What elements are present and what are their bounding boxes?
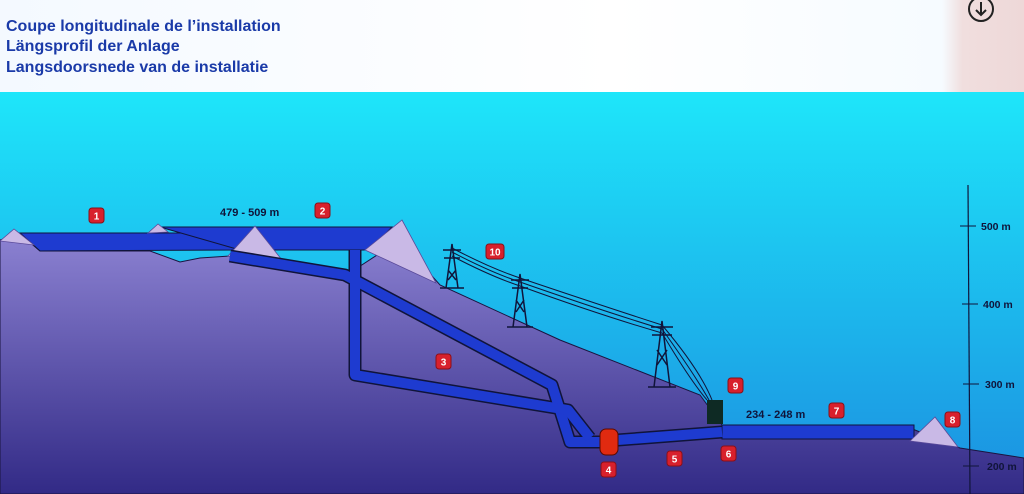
svg-text:9: 9	[733, 382, 739, 393]
svg-text:5: 5	[672, 455, 678, 466]
badge-2: 2	[314, 202, 331, 219]
panel-header: Coupe longitudinale de l’installation Lä…	[0, 0, 1024, 92]
lower-reservoir	[721, 424, 915, 440]
badge-9: 9	[727, 377, 744, 394]
substation-building	[707, 400, 723, 424]
scale-200: 200 m	[987, 461, 1017, 473]
badge-8: 8	[944, 411, 961, 428]
pylon	[648, 320, 676, 388]
svg-text:8: 8	[950, 416, 956, 427]
lower-level-label: 234 - 248 m	[746, 409, 806, 421]
upper-level-label: 479 - 509 m	[220, 207, 280, 219]
penstock-tunnels	[228, 249, 723, 449]
pylon	[507, 273, 533, 328]
scale-400: 400 m	[983, 299, 1013, 311]
scale-300: 300 m	[985, 379, 1015, 391]
scale-500: 500 m	[981, 221, 1011, 233]
svg-text:4: 4	[606, 466, 612, 477]
svg-text:2: 2	[320, 207, 326, 218]
pylon	[440, 243, 464, 289]
title-german: Längsprofil der Anlage	[6, 38, 180, 55]
badge-7: 7	[828, 402, 845, 419]
badge-3: 3	[435, 353, 452, 370]
powerhouse	[599, 428, 619, 456]
svg-text:7: 7	[834, 407, 840, 418]
arrow-down-circle-icon[interactable]	[966, 0, 996, 24]
altitude-scale: 500 m 400 m 300 m 200 m	[960, 184, 1017, 494]
badge-6: 6	[720, 445, 737, 462]
title-dutch: Langsdoorsnede van de installatie	[6, 59, 269, 76]
badge-10: 10	[485, 243, 505, 260]
svg-text:6: 6	[726, 450, 732, 461]
power-lines	[451, 247, 713, 401]
svg-text:3: 3	[441, 358, 447, 369]
badge-5: 5	[666, 450, 683, 467]
mountain-peaks	[0, 219, 959, 448]
longitudinal-section-diagram: 479 - 509 m 234 - 248 m 500 m 400 m 300 …	[0, 92, 1024, 494]
badge-1: 1	[88, 207, 105, 224]
title-french: Coupe longitudinale de l’installation	[6, 18, 281, 35]
badge-4: 4	[600, 461, 617, 478]
svg-text:1: 1	[94, 212, 100, 223]
svg-text:10: 10	[489, 248, 501, 259]
